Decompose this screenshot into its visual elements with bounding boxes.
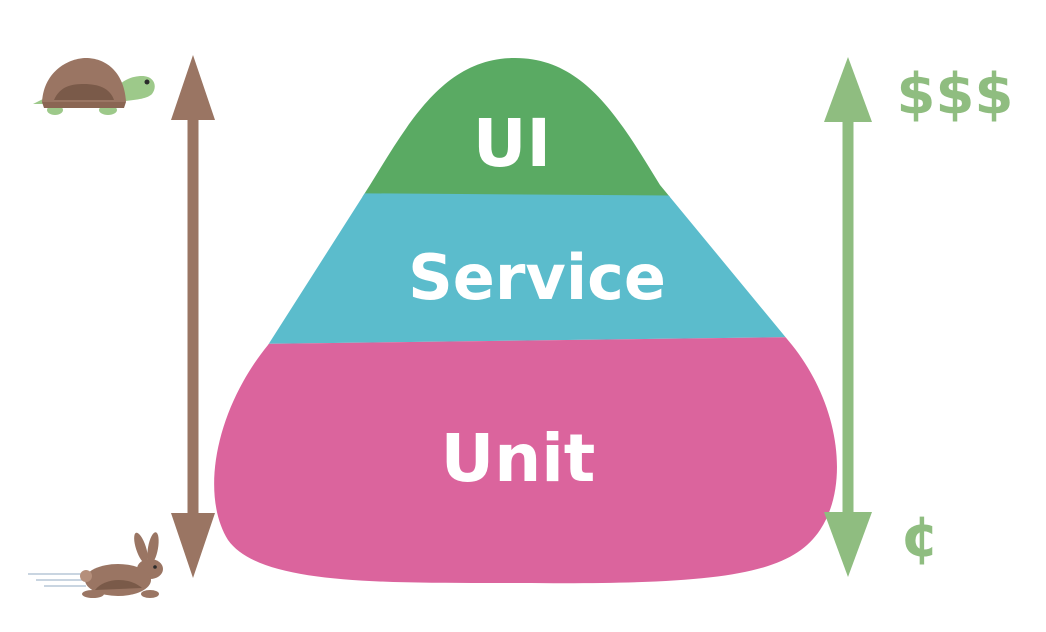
cost-arrow-head-top (824, 57, 872, 122)
layer-ui-label: UI (473, 105, 551, 182)
speed-arrow (171, 55, 215, 578)
cost-arrow (824, 57, 872, 577)
rabbit-icon (28, 532, 163, 598)
layer-service-label: Service (408, 241, 666, 314)
cost-high-label: $$$ (897, 62, 1014, 127)
layer-unit-band (214, 336, 837, 584)
cost-low-label: ¢ (901, 505, 940, 570)
cost-arrow-head-bottom (824, 512, 872, 577)
speed-arrow-head-top (171, 55, 215, 120)
speed-arrow-head-bottom (171, 513, 215, 578)
layer-unit-label: Unit (441, 420, 596, 497)
turtle-icon (33, 58, 155, 115)
